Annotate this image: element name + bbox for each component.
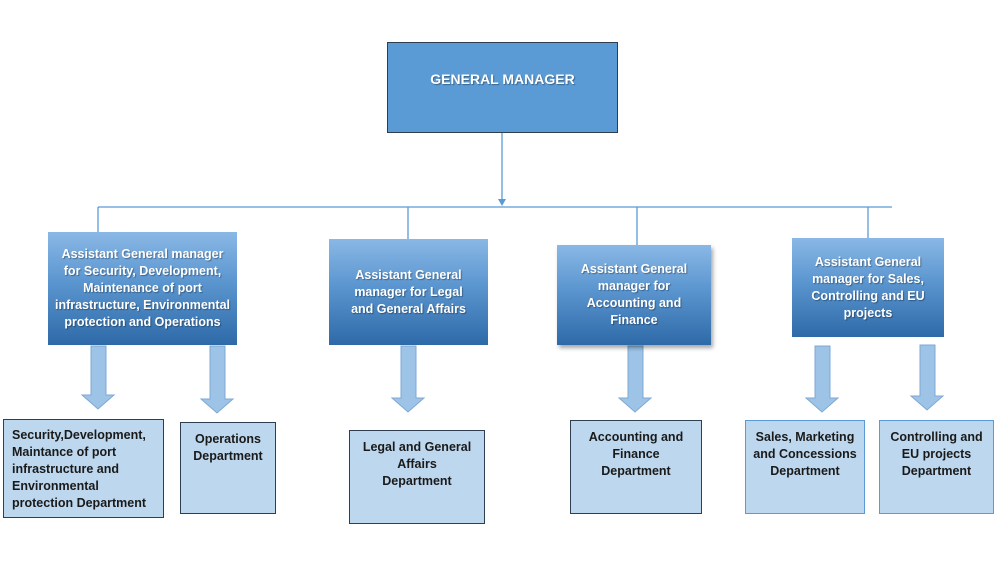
department-label: Operations Department (193, 432, 263, 463)
department-label: Controlling and EU projects Department (890, 430, 983, 478)
block-arrow-3 (390, 345, 426, 413)
block-arrow-4 (617, 345, 653, 413)
department-box-accounting-finance: Accounting and Finance Department (570, 420, 702, 514)
assistant-label: Assistant General manager for Sales, Con… (811, 254, 925, 320)
general-manager-box: GENERAL MANAGER (387, 42, 618, 133)
assistant-box-security-operations: Assistant General manager for Security, … (48, 232, 237, 345)
block-arrows (80, 344, 945, 414)
general-manager-title: GENERAL MANAGER (430, 71, 575, 87)
block-arrow-5 (804, 345, 840, 413)
department-label: Legal and General Affairs Department (362, 440, 472, 488)
assistant-box-legal-general: Assistant General manager for Legal and … (329, 239, 488, 345)
assistant-box-sales-controlling: Assistant General manager for Sales, Con… (792, 238, 944, 337)
assistant-label: Assistant General manager for Security, … (54, 247, 231, 329)
department-box-security-development: Security,Development, Maintance of port … (3, 419, 164, 518)
block-arrow-1 (80, 345, 116, 410)
department-box-legal-general: Legal and General Affairs Department (349, 430, 485, 524)
assistant-box-accounting-finance: Assistant General manager for Accounting… (557, 245, 711, 345)
department-label: Security,Development, Maintance of port … (12, 428, 147, 510)
department-label: Sales, Marketing and Concessions Departm… (753, 430, 857, 478)
assistant-label: Assistant General manager for Legal and … (351, 267, 466, 316)
department-box-operations: Operations Department (180, 422, 276, 514)
department-box-sales-marketing: Sales, Marketing and Concessions Departm… (745, 420, 865, 514)
department-label: Accounting and Finance Department (588, 430, 684, 478)
department-box-controlling-eu: Controlling and EU projects Department (879, 420, 994, 514)
block-arrow-6 (909, 344, 945, 411)
gm-arrowhead (498, 199, 506, 206)
block-arrow-2 (199, 345, 235, 414)
assistant-label: Assistant General manager for Accounting… (580, 262, 688, 327)
